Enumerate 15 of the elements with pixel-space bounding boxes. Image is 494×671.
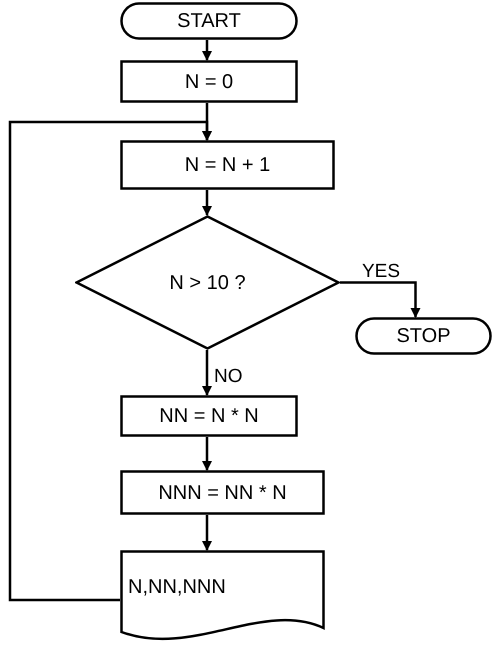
arrow bbox=[202, 40, 212, 61]
arrow bbox=[202, 515, 212, 551]
arrow bbox=[202, 350, 212, 396]
arrow bbox=[340, 281, 420, 318]
node-label: N = 0 bbox=[184, 70, 234, 94]
node-label: START bbox=[177, 9, 241, 34]
node-label: N = N + 1 bbox=[184, 153, 270, 178]
node-label: NN = N * N bbox=[159, 404, 259, 429]
arrow bbox=[202, 437, 212, 471]
node-label: N > 10 ? bbox=[169, 270, 246, 296]
arrow bbox=[202, 190, 212, 216]
node-label: NNN = NN * N bbox=[158, 480, 287, 506]
arrow bbox=[8, 120, 212, 602]
node-label: STOP bbox=[396, 324, 451, 349]
node-label: N,NN,NNN bbox=[128, 575, 226, 600]
